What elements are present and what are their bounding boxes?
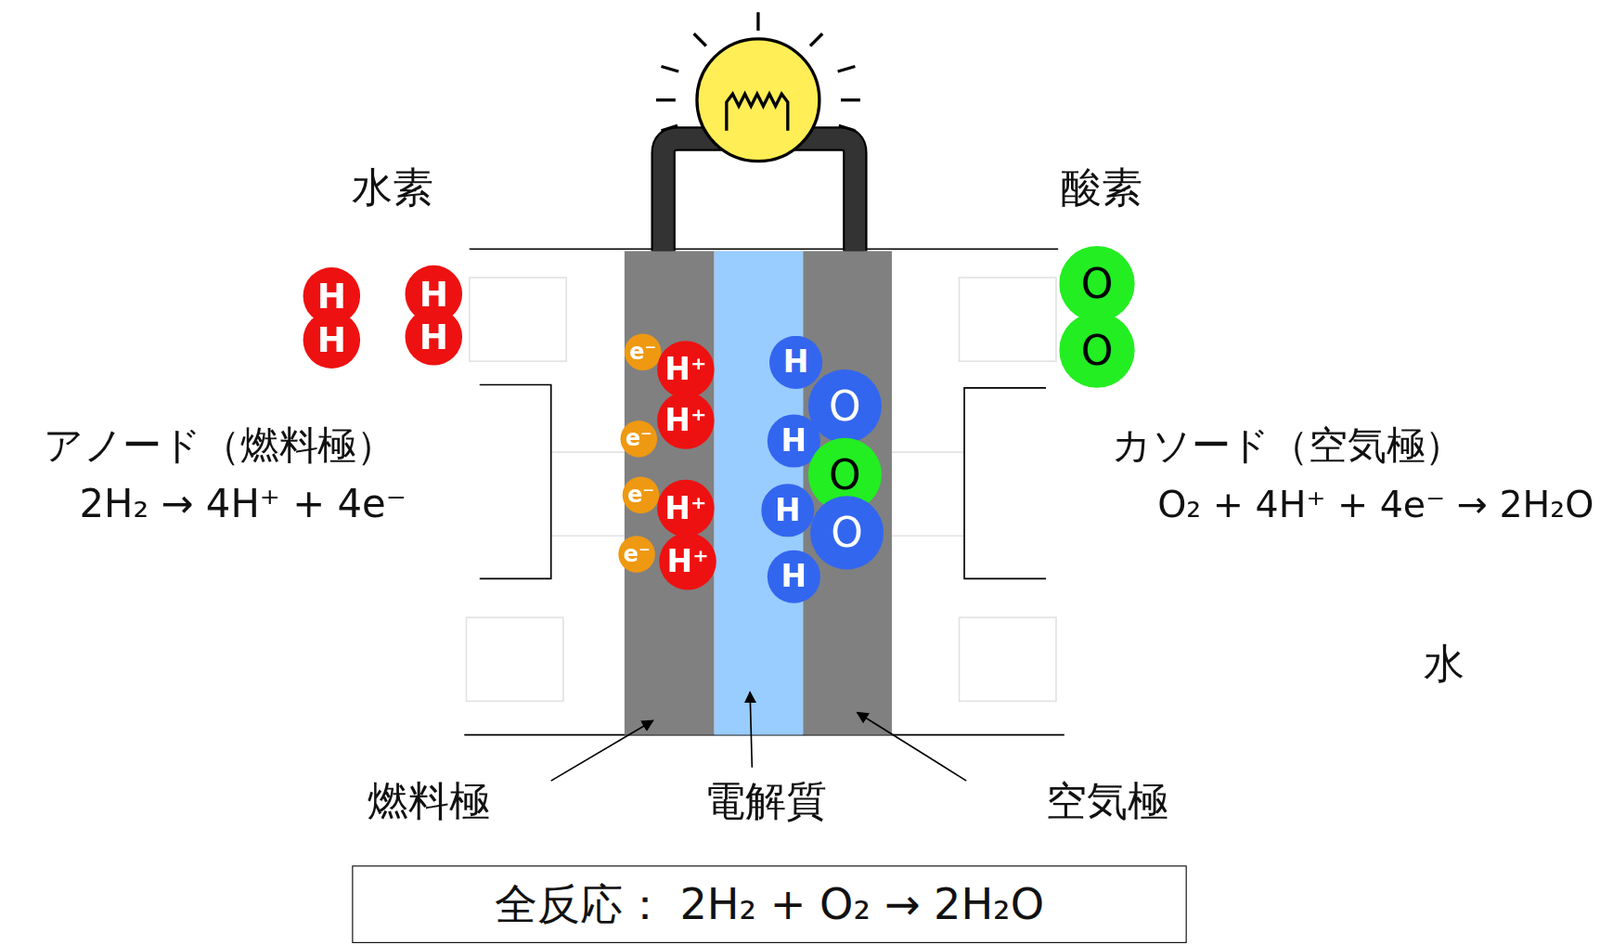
atom-symbol: H⁺ bbox=[664, 354, 707, 386]
water-oxygen: O bbox=[808, 369, 882, 443]
proton: H⁺ bbox=[657, 340, 715, 399]
atom-symbol: H bbox=[317, 278, 347, 313]
part-name: 燃料極 bbox=[367, 778, 491, 824]
electrode-name: アノード（燃料極） bbox=[43, 424, 396, 467]
part-name: 空気極 bbox=[1045, 778, 1169, 824]
atom-symbol: H bbox=[774, 494, 801, 526]
atom-symbol: O bbox=[828, 453, 862, 495]
atom-symbol: H bbox=[781, 561, 808, 593]
atom-symbol: O bbox=[830, 512, 864, 554]
atom-symbol: e⁻ bbox=[629, 340, 657, 363]
gas-name: 水素 bbox=[351, 164, 434, 209]
filament bbox=[726, 93, 788, 131]
electron: e⁻ bbox=[618, 535, 656, 573]
cathode-bracket bbox=[964, 387, 1046, 580]
electron: e⁻ bbox=[622, 476, 660, 514]
oxygen-atom: O bbox=[1058, 245, 1135, 322]
anode-bracket bbox=[479, 385, 552, 580]
atom-symbol: e⁻ bbox=[625, 427, 653, 451]
product-name: 水 bbox=[1423, 640, 1465, 685]
electron: e⁻ bbox=[619, 420, 658, 458]
proton: H⁺ bbox=[657, 391, 715, 450]
reaction-equation: O₂ + 4H⁺ + 4e⁻ → 2H₂O bbox=[1157, 484, 1594, 526]
light-bulb bbox=[696, 38, 820, 162]
total-reaction-box: 全反応： 2H₂ + O₂ → 2H₂O bbox=[351, 864, 1187, 943]
proton: H⁺ bbox=[657, 479, 715, 538]
reaction-equation: 2H₂ → 4H⁺ + 4e⁻ bbox=[79, 483, 407, 527]
electron: e⁻ bbox=[624, 334, 662, 372]
hydrogen-atom: H bbox=[404, 308, 463, 366]
atom-symbol: H⁺ bbox=[664, 492, 707, 524]
fuel-electrode bbox=[624, 250, 715, 735]
water-hydrogen: H bbox=[761, 483, 814, 537]
atom-symbol: O bbox=[1081, 329, 1114, 371]
atom-symbol: O bbox=[1081, 263, 1114, 305]
water-hydrogen: H bbox=[767, 550, 821, 604]
water-hydrogen: H bbox=[769, 335, 823, 389]
atom-symbol: H bbox=[783, 347, 810, 378]
atom-symbol: e⁻ bbox=[627, 483, 655, 506]
gas-name: 酸素 bbox=[1060, 164, 1143, 209]
atom-symbol: e⁻ bbox=[622, 542, 650, 566]
part-name: 電解質 bbox=[704, 778, 827, 824]
atom-symbol: H⁺ bbox=[664, 404, 707, 436]
oxygen-atom: O bbox=[1058, 311, 1135, 388]
electrode-name: カソード（空気極） bbox=[1111, 424, 1464, 467]
atom-symbol: H bbox=[419, 319, 449, 354]
water-oxygen: O bbox=[810, 495, 884, 569]
atom-symbol: H bbox=[419, 276, 449, 311]
caption: 全反応： 2H₂ + O₂ → 2H₂O bbox=[494, 882, 1045, 926]
atom-symbol: H bbox=[317, 322, 347, 357]
proton: H⁺ bbox=[658, 532, 717, 591]
air-electrode bbox=[802, 250, 892, 735]
atom-symbol: H⁺ bbox=[667, 545, 710, 577]
leader-lines bbox=[551, 691, 967, 781]
atom-symbol: H bbox=[781, 425, 808, 456]
hydrogen-atom: H bbox=[303, 310, 362, 369]
top-line bbox=[469, 247, 1059, 250]
atom-symbol: O bbox=[828, 386, 862, 427]
